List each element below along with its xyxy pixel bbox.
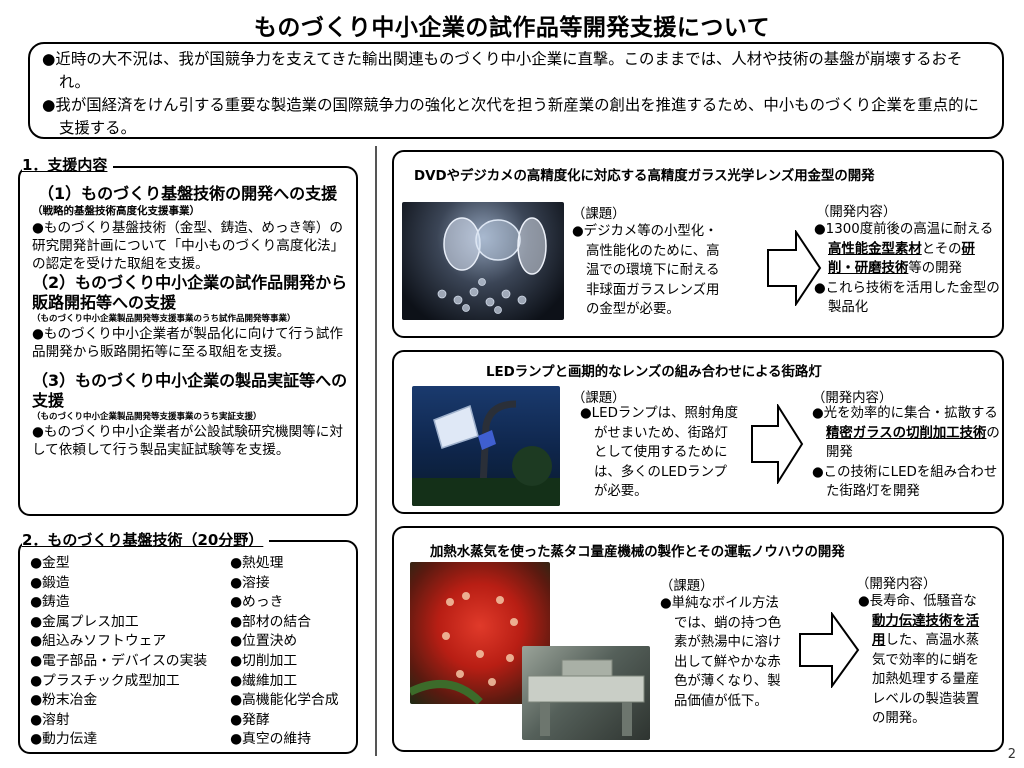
development-label: （開発内容） [856, 577, 937, 592]
section-heading: 1．支援内容 [22, 156, 114, 174]
problem-text: ●単純なボイル方法では、蛸の持つ色素が熱湯中に溶け出して鮮やかな赤色が薄くなり、… [660, 596, 782, 709]
support-item-program: （ものづくり中小企業製品開発等支援事業のうち実証支援） [32, 412, 262, 422]
support-item-title: （3）ものづくり中小企業の製品実証等への支援 [32, 371, 348, 410]
list-item: ●部材の結合 [230, 613, 312, 630]
problem-label: （課題） [572, 391, 626, 406]
summary-bullet: ●近時の大不況は、我が国競争力を支えてきた輸出関連ものづくり中小企業に直撃。この… [42, 50, 963, 91]
list-item: ●溶接 [230, 574, 270, 591]
list-item: ●繊維加工 [230, 672, 298, 689]
glass-lens-icon [437, 217, 547, 314]
list-item: ●めっき [230, 594, 284, 611]
list-item: ●金属プレス加工 [30, 613, 139, 630]
list-item: ●動力伝達 [30, 731, 98, 748]
list-item: ●鍛造 [30, 574, 70, 591]
case-title: DVDやデジカメの高精度化に対応する高精度ガラス光学レンズ用金型の開発 [414, 169, 875, 184]
support-content-box: （1）ものづくり基盤技術の開発への支援 （戦略的基盤技術高度化支援事業） ●もの… [18, 166, 358, 516]
page-title: ものづくり中小企業の試作品等開発支援について [253, 15, 771, 41]
column-divider [375, 146, 377, 756]
support-item-body: ●ものづくり基盤技術（金型、鋳造、めっき等）の研究開発計画について「中小ものづく… [32, 220, 345, 272]
development-text: ●光を効率的に集合・拡散する精密ガラスの切削加工技術の開発 ●この技術にLEDを… [812, 406, 1000, 499]
summary-box: ●近時の大不況は、我が国競争力を支えてきた輸出関連ものづくり中小企業に直撃。この… [28, 42, 1004, 139]
list-item: ●切削加工 [230, 652, 298, 669]
problem-label: （課題） [572, 207, 626, 222]
tech-column-right: ●熱処理 ●溶接 ●めっき ●部材の結合 ●位置決め ●切削加工 ●繊維加工 ●… [230, 554, 339, 750]
case-title: LEDランプと画期的なレンズの組み合わせによる街路灯 [486, 365, 822, 380]
problem-text: ●LEDランプは、照射角度がせまいため、街路灯として使用するためには、多くのLE… [580, 406, 739, 499]
development-label: （開発内容） [816, 205, 897, 220]
list-item: ●電子部品・デバイスの実装 [30, 652, 208, 669]
streetlight-icon [412, 400, 560, 506]
core-tech-box: ●金型 ●鍛造 ●鋳造 ●金属プレス加工 ●組込みソフトウェア ●電子部品・デバ… [18, 540, 358, 754]
support-item-program: （戦略的基盤技術高度化支援事業） [32, 205, 200, 217]
arrow-right-icon [799, 612, 860, 688]
support-item-body: ●ものづくり中小企業者が製品化に向けて行う試作品開発から販路開拓等に至る取組を支… [32, 326, 343, 360]
list-item: ●金型 [30, 555, 70, 571]
list-item: ●熱処理 [230, 555, 284, 571]
case-card-led-streetlight: LEDランプと画期的なレンズの組み合わせによる街路灯 （課題） ●LEDランプは… [392, 350, 1004, 514]
page-number: 2 [1007, 747, 1016, 762]
list-item: ●鋳造 [30, 594, 70, 611]
lens-photo [402, 202, 564, 320]
arrow-right-icon [767, 230, 822, 306]
list-item: ●プラスチック成型加工 [30, 672, 180, 689]
section-heading: 2．ものづくり基盤技術（20分野） [22, 531, 270, 549]
problem-label: （課題） [660, 579, 714, 594]
tech-column-left: ●金型 ●鍛造 ●鋳造 ●金属プレス加工 ●組込みソフトウェア ●電子部品・デバ… [30, 554, 207, 750]
list-item: ●溶射 [30, 711, 70, 728]
case-title: 加熱水蒸気を使った蒸タコ量産機械の製作とその運転ノウハウの開発 [430, 545, 845, 560]
development-text: ●長寿命、低騒音な動力伝達技術を活用した、高温水蒸気で効率的に蛸を加熱処理する量… [858, 594, 980, 726]
list-item: ●高機能化学合成 [230, 692, 339, 709]
support-item-body: ●ものづくり中小企業者が公設試験研究機関等に対して依頼して行う製品実証試験等を支… [32, 424, 343, 458]
machine-icon [527, 659, 645, 736]
list-item: ●発酵 [230, 711, 270, 728]
summary-bullet: ●我が国経済をけん引する重要な製造業の国際競争力の強化と次代を担う新産業の創出を… [42, 96, 979, 137]
list-item: ●粉末冶金 [30, 692, 98, 709]
support-item-title: （1）ものづくり基盤技術の開発への支援 [38, 184, 338, 203]
case-card-steamed-octopus: 加熱水蒸気を使った蒸タコ量産機械の製作とその運転ノウハウの開発 （課題） ●単純… [392, 526, 1004, 752]
list-item: ●位置決め [230, 633, 298, 650]
development-text: ●1300度前後の高温に耐える高性能金型素材とその研削・研磨技術等の開発 ●これ… [814, 222, 1000, 315]
case-card-lens-mold: DVDやデジカメの高精度化に対応する高精度ガラス光学レンズ用金型の開発 （課題）… [392, 150, 1004, 338]
machine-photo [522, 646, 650, 740]
streetlight-photo [412, 386, 560, 506]
problem-text: ●デジカメ等の小型化・高性能化のために、高温での環境下に耐える非球面ガラスレンズ… [572, 224, 720, 317]
octopus-icon [410, 592, 518, 704]
arrow-right-icon [751, 404, 804, 484]
list-item: ●真空の維持 [230, 731, 312, 748]
list-item: ●組込みソフトウェア [30, 633, 167, 650]
support-item-program: （ものづくり中小企業製品開発等支援事業のうち試作品開発等事業） [32, 314, 296, 324]
development-label: （開発内容） [812, 391, 893, 406]
support-item-title: （2）ものづくり中小企業の試作品開発から販路開拓等への支援 [32, 273, 348, 312]
